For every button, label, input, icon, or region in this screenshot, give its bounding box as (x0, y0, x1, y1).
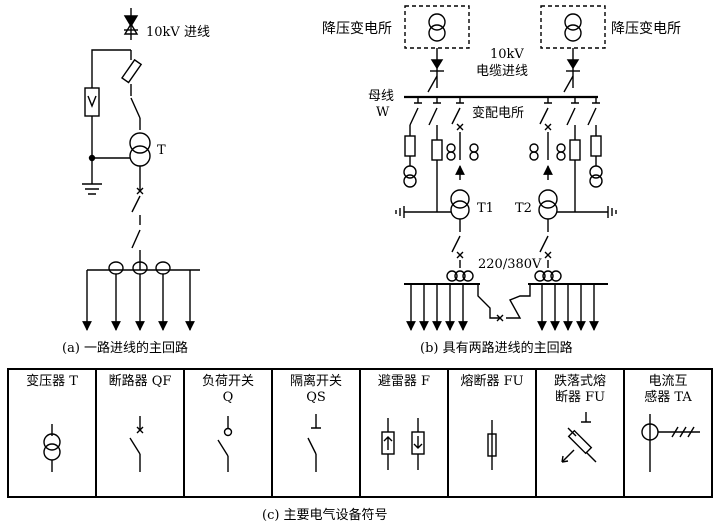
circuit-breaker-symbol-icon (129, 416, 144, 472)
symbol-label: 隔离开关 QS (289, 374, 342, 405)
cable-label-line1: 10kV (490, 47, 524, 62)
substation-right-label: 降压变电所 (611, 21, 681, 37)
symbols-table: 变压器 T 断路器 QF 负荷开关 Q (7, 368, 713, 498)
symbol-label: 断路器 QF (108, 374, 172, 389)
drop-out-fuse-symbol-icon (561, 412, 597, 463)
surge-arrester-symbol-icon (381, 418, 425, 470)
panel-a-single-feed: 10kV 进线 T (62, 8, 210, 356)
substation-right-box (540, 5, 606, 49)
cable-label-line2: 电缆进线 (476, 63, 528, 79)
load-switch-symbol-icon (217, 416, 233, 472)
symbol-cell-current-transformer: 电流互 感器 TA (623, 368, 713, 498)
panel-a-caption: (a) 一路进线的主回路 (62, 340, 188, 356)
disconnector-symbol-icon (307, 414, 321, 472)
symbol-label: 负荷开关 Q (201, 374, 254, 405)
busbar-label-line1: 母线 (368, 89, 394, 104)
symbol-cell-fuse: 熔断器 FU (447, 368, 537, 498)
symbol-label: 熔断器 FU (460, 374, 524, 389)
t1-label: T1 (477, 201, 494, 216)
symbol-label: 避雷器 F (377, 374, 431, 389)
panel-b-caption: (b) 具有两路进线的主回路 (420, 340, 573, 356)
symbol-label: 电流互 感器 TA (644, 374, 692, 405)
incoming-label: 10kV 进线 (146, 25, 210, 40)
current-transformer-symbol-icon (641, 414, 700, 472)
symbol-cell-circuit-breaker: 断路器 QF (95, 368, 185, 498)
panel-c-caption: (c) 主要电气设备符号 (262, 508, 388, 523)
station-label: 变配电所 (472, 105, 524, 121)
substation-left-label: 降压变电所 (322, 21, 392, 37)
fuse-symbol-icon (487, 420, 497, 470)
transformer-t-label: T (157, 143, 166, 158)
t2-label: T2 (515, 201, 532, 216)
substation-left-box (404, 5, 470, 49)
symbol-cell-transformer: 变压器 T (7, 368, 97, 498)
symbol-label: 跌落式熔 断器 FU (553, 374, 606, 405)
lv-label: 220/380V (478, 257, 542, 272)
symbol-cell-disconnector: 隔离开关 QS (271, 368, 361, 498)
symbol-cell-surge-arrester: 避雷器 F (359, 368, 449, 498)
symbol-label: 变压器 T (26, 374, 78, 389)
transformer-symbol-icon (43, 424, 61, 472)
busbar-label-line2: W (376, 105, 390, 120)
symbol-cell-load-switch: 负荷开关 Q (183, 368, 273, 498)
main-circuit-diagram: 10kV 进线 T (62, 5, 681, 356)
symbol-cell-drop-out-fuse: 跌落式熔 断器 FU (535, 368, 625, 498)
panel-b-dual-feed: 降压变电所 降压变电所 10kV 电缆进线 母线 W 变配电所 (322, 5, 681, 356)
